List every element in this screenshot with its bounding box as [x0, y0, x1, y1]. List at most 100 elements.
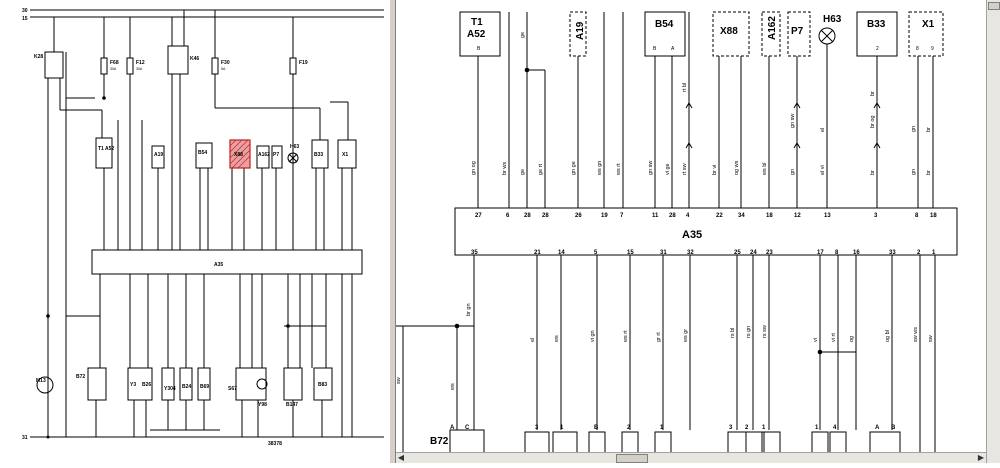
conn-x88-label: X88	[234, 152, 243, 158]
wire-top-br-og: br og	[870, 115, 876, 128]
top-t1-label: T1	[471, 17, 483, 28]
upper-pin-17: 18	[930, 213, 937, 219]
wire-top-rt-bl: rt bl	[682, 83, 688, 92]
horizontal-scrollbar[interactable]: ◀ ▶	[396, 452, 986, 463]
fuse-f30-label: F30	[221, 60, 230, 66]
bottom-pin-12: A	[875, 425, 880, 431]
wire-up-0: gn og	[471, 161, 477, 175]
wire-up-10: br vi	[712, 165, 718, 175]
wire-lo-9: rs sw	[762, 325, 768, 338]
lower-pin-11: 8	[835, 250, 839, 256]
top-x88-label: X88	[720, 26, 738, 37]
pin-x1-8: 8	[916, 46, 919, 52]
pin-b33-2: 2	[876, 46, 879, 52]
conn-b33-label: B33	[314, 152, 323, 158]
pin-b54-a: A	[671, 46, 675, 52]
scroll-left-arrow-icon[interactable]: ◀	[397, 453, 405, 462]
motor-m13-label: M13	[36, 378, 46, 384]
fuse-f12-label: F12	[136, 60, 145, 66]
wire-side-ws: ws	[450, 383, 456, 391]
wire-up-5: ws gn	[597, 161, 603, 176]
wire-up-3: ge rt	[538, 164, 544, 175]
fuse-f68-rating: 30A	[110, 67, 117, 71]
wire-lo-15: sw	[928, 335, 934, 342]
bottom-pin-8: 2	[745, 425, 749, 431]
lower-pin-4: 15	[627, 250, 634, 256]
rail-30-label: 30	[22, 8, 28, 14]
upper-pin-2: 28	[524, 213, 531, 219]
lower-pin-2: 14	[558, 250, 565, 256]
bottom-pin-2: 3	[535, 425, 539, 431]
overview-pane[interactable]: 30 15 31 K28 F68 F12 K46 F30 F19 T1 A52 …	[0, 0, 390, 463]
module-a35-label: A35	[214, 262, 223, 268]
wire-up-14: el vi	[820, 165, 826, 175]
horizontal-scroll-thumb[interactable]	[616, 454, 648, 463]
lower-pin-1: 21	[534, 250, 541, 256]
pin-b54-b: B	[653, 46, 657, 52]
wire-lo-7: rs bl	[730, 328, 736, 338]
top-a19-label: A19	[575, 21, 586, 40]
upper-pin-0: 27	[475, 213, 482, 219]
overview-schematic: 30 15 31 K28 F68 F12 K46 F30 F19 T1 A52 …	[22, 8, 384, 447]
scroll-right-arrow-icon[interactable]: ▶	[977, 453, 985, 462]
bottom-pin-6: 1	[660, 425, 664, 431]
upper-pin-15: 3	[874, 213, 878, 219]
relay-k46-label: K46	[190, 56, 199, 62]
b72-label: B72	[76, 374, 85, 380]
wire-up-4: gn ge	[571, 161, 577, 175]
upper-pin-14: 13	[824, 213, 831, 219]
wire-up-17: br	[926, 170, 932, 175]
upper-pin-1: 6	[506, 213, 510, 219]
relay-k28-label: K28	[34, 54, 43, 60]
lower-pin-9: 23	[766, 250, 773, 256]
lower-pin-6: 32	[687, 250, 694, 256]
conn-t1-a52-label: T1 A52	[98, 146, 114, 152]
wire-lo-5: gr rt	[656, 332, 662, 342]
upper-pin-9: 4	[686, 213, 690, 219]
b24-label: B24	[182, 384, 191, 390]
wire-up-16: gn	[911, 169, 917, 175]
bottom-pin-5: 2	[627, 425, 631, 431]
upper-pin-6: 7	[620, 213, 624, 219]
bottom-pin-1: C	[465, 425, 470, 431]
upper-pin-5: 19	[601, 213, 608, 219]
bottom-pin-0: A	[450, 425, 455, 431]
bottom-pin-9: 1	[762, 425, 766, 431]
bottom-pin-7: 3	[729, 425, 733, 431]
lamp-h63-label: H63	[290, 144, 299, 150]
lower-pin-0: 35	[471, 250, 478, 256]
wire-lo-4: ws rt	[623, 330, 629, 343]
s67-label: S67	[228, 386, 237, 392]
vertical-scroll-thumb[interactable]	[988, 2, 1000, 10]
wire-lo-0: br gn	[466, 303, 472, 316]
module-a35-box	[454, 207, 958, 256]
top-b54-label: B54	[655, 19, 674, 30]
b83-label: B83	[318, 382, 327, 388]
conn-p7-label: P7	[273, 152, 279, 158]
conn-b54-label: B54	[198, 150, 207, 156]
wire-lo-11: vi rt	[831, 333, 837, 342]
detail-pane[interactable]: T1 A52 B54 X88 H63 B33 X1 A35 B72 A19 A1…	[396, 0, 986, 463]
fuse-f19-label: F19	[299, 60, 308, 66]
bottom-b72-label: B72	[430, 436, 449, 447]
top-b33-label: B33	[867, 19, 886, 30]
ground-31-label: 31	[22, 435, 28, 441]
lower-pin-15: 1	[932, 250, 936, 256]
upper-pin-4: 26	[575, 213, 582, 219]
bottom-pin-3: 1	[560, 425, 564, 431]
pane-splitter[interactable]	[389, 0, 396, 463]
wire-top-br-up: br	[870, 91, 876, 96]
pin-a52-b: B	[477, 46, 481, 52]
pin-x1-9: 9	[931, 46, 934, 52]
bottom-pin-4: B	[594, 425, 599, 431]
vertical-scrollbar[interactable]	[986, 0, 1000, 463]
upper-pin-12: 18	[766, 213, 773, 219]
top-x1-label: X1	[922, 19, 935, 30]
wire-lo-1: el	[530, 338, 536, 342]
conn-x1-label: X1	[342, 152, 348, 158]
y3-label: Y3	[130, 382, 136, 388]
upper-pin-8: 28	[669, 213, 676, 219]
wire-up-7: gn sw	[648, 161, 654, 175]
